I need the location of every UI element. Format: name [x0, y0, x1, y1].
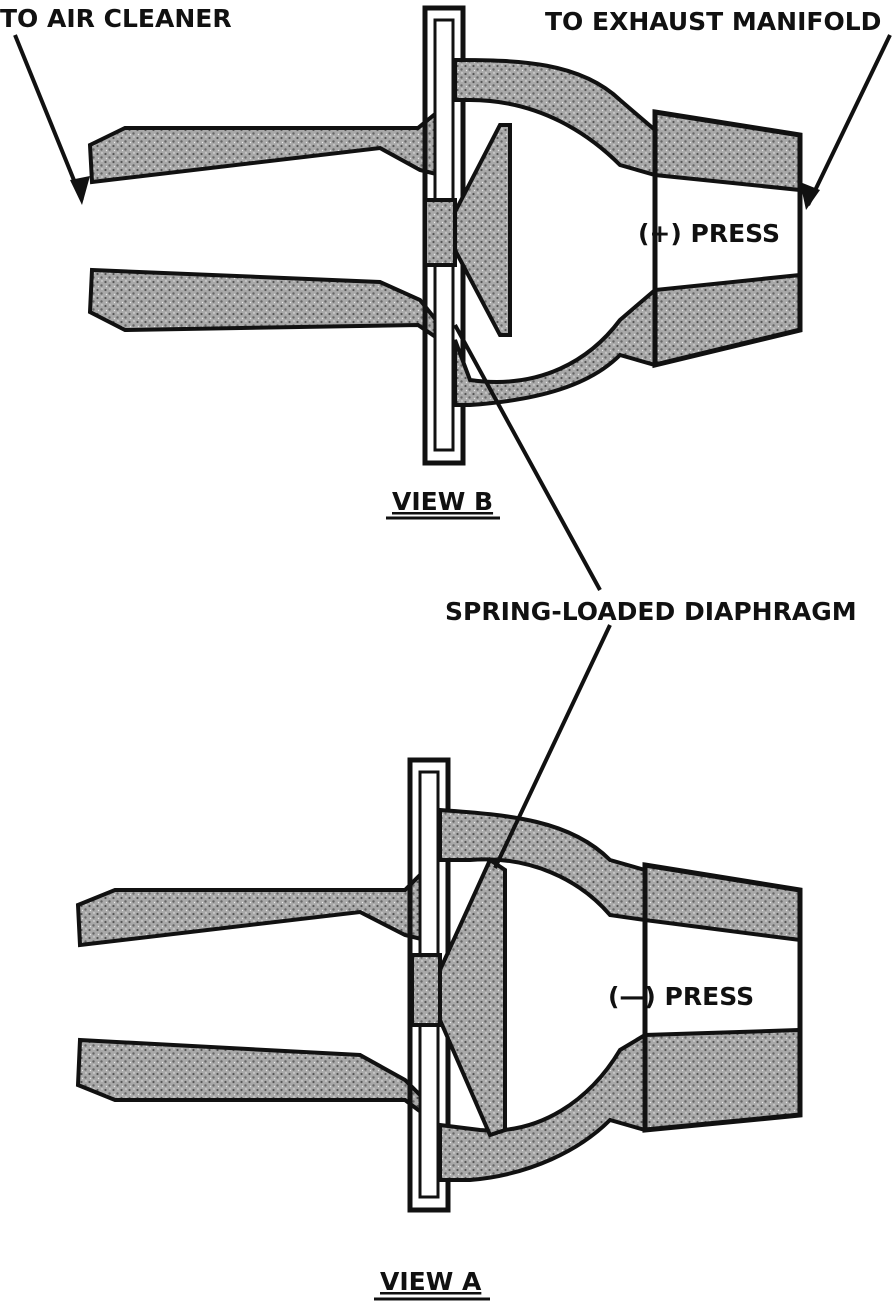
- view-b-left-tube-top: [87, 105, 442, 185]
- view-a-left-tube-top: [75, 865, 427, 948]
- view-b-valve: [87, 5, 803, 466]
- exhaust-manifold-label: TO EXHAUST MANIFOLD: [545, 7, 881, 36]
- view-a-valve: [75, 757, 803, 1213]
- negative-pressure-label: (—) PRESS: [608, 982, 754, 1011]
- leader-lines: [13, 34, 892, 869]
- air-cleaner-label: TO AIR CLEANER: [0, 4, 232, 33]
- diaphragm-label: SPRING-LOADED DIAPHRAGM: [445, 597, 857, 626]
- diaphragm-leader-b: [453, 324, 602, 591]
- view-b-title: VIEW B: [392, 487, 493, 516]
- view-a-title: VIEW A: [380, 1267, 482, 1296]
- view-b-left-tube-bottom: [87, 267, 442, 344]
- view-a-left-tube-bottom: [75, 1037, 427, 1119]
- air-cleaner-leader: [13, 34, 84, 201]
- exhaust-manifold-leader: [806, 34, 892, 206]
- diaphragm-leader-a: [493, 624, 612, 869]
- positive-pressure-label: (+) PRESS: [638, 219, 780, 248]
